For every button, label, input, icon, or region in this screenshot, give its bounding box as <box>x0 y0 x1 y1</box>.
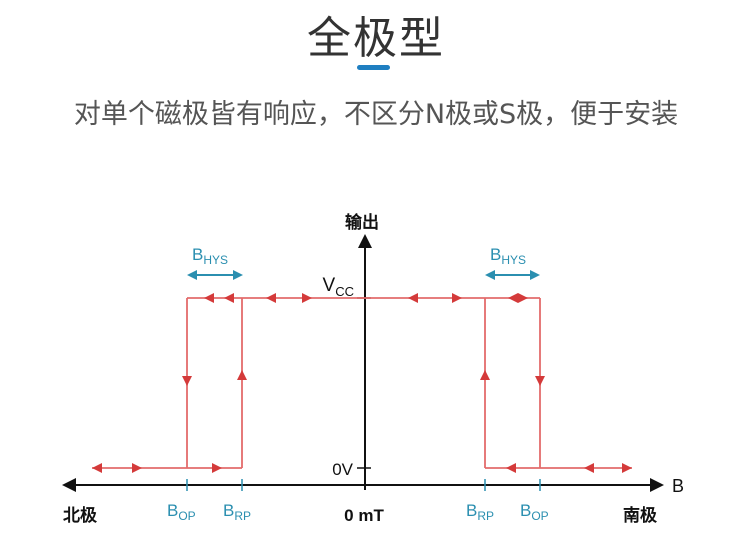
brp-left-label: BRP <box>223 501 251 523</box>
title-accent-bar <box>357 65 390 70</box>
y-axis-label: 输出 <box>345 212 379 233</box>
curve-direction-arrows <box>92 293 632 473</box>
x-axis-label: B <box>672 476 684 496</box>
page-subtitle: 对单个磁极皆有响应，不区分N极或S极，便于安装 <box>73 99 679 130</box>
south-pole-label: 南极 <box>623 505 657 526</box>
y-axis-arrowhead <box>358 234 372 248</box>
brp-right-label: BRP <box>466 501 494 523</box>
bhys-left-label: BHYS <box>192 245 228 267</box>
x-axis-right-arrowhead <box>650 478 664 492</box>
bhys-right-label: BHYS <box>490 245 526 267</box>
north-pole-label: 北极 <box>63 506 97 526</box>
bhys-left-arrow <box>187 270 243 280</box>
hysteresis-curve <box>92 297 632 469</box>
bhys-right-arrow <box>485 270 540 280</box>
bop-right-label: BOP <box>520 501 549 523</box>
x-axis-left-arrowhead <box>62 478 76 492</box>
bop-left-label: BOP <box>167 501 196 523</box>
vcc-label: VCC <box>323 275 354 299</box>
zero-v-label: 0V <box>332 460 353 479</box>
origin-label: 0 mT <box>344 506 384 525</box>
page-title: 全极型 <box>307 13 445 64</box>
